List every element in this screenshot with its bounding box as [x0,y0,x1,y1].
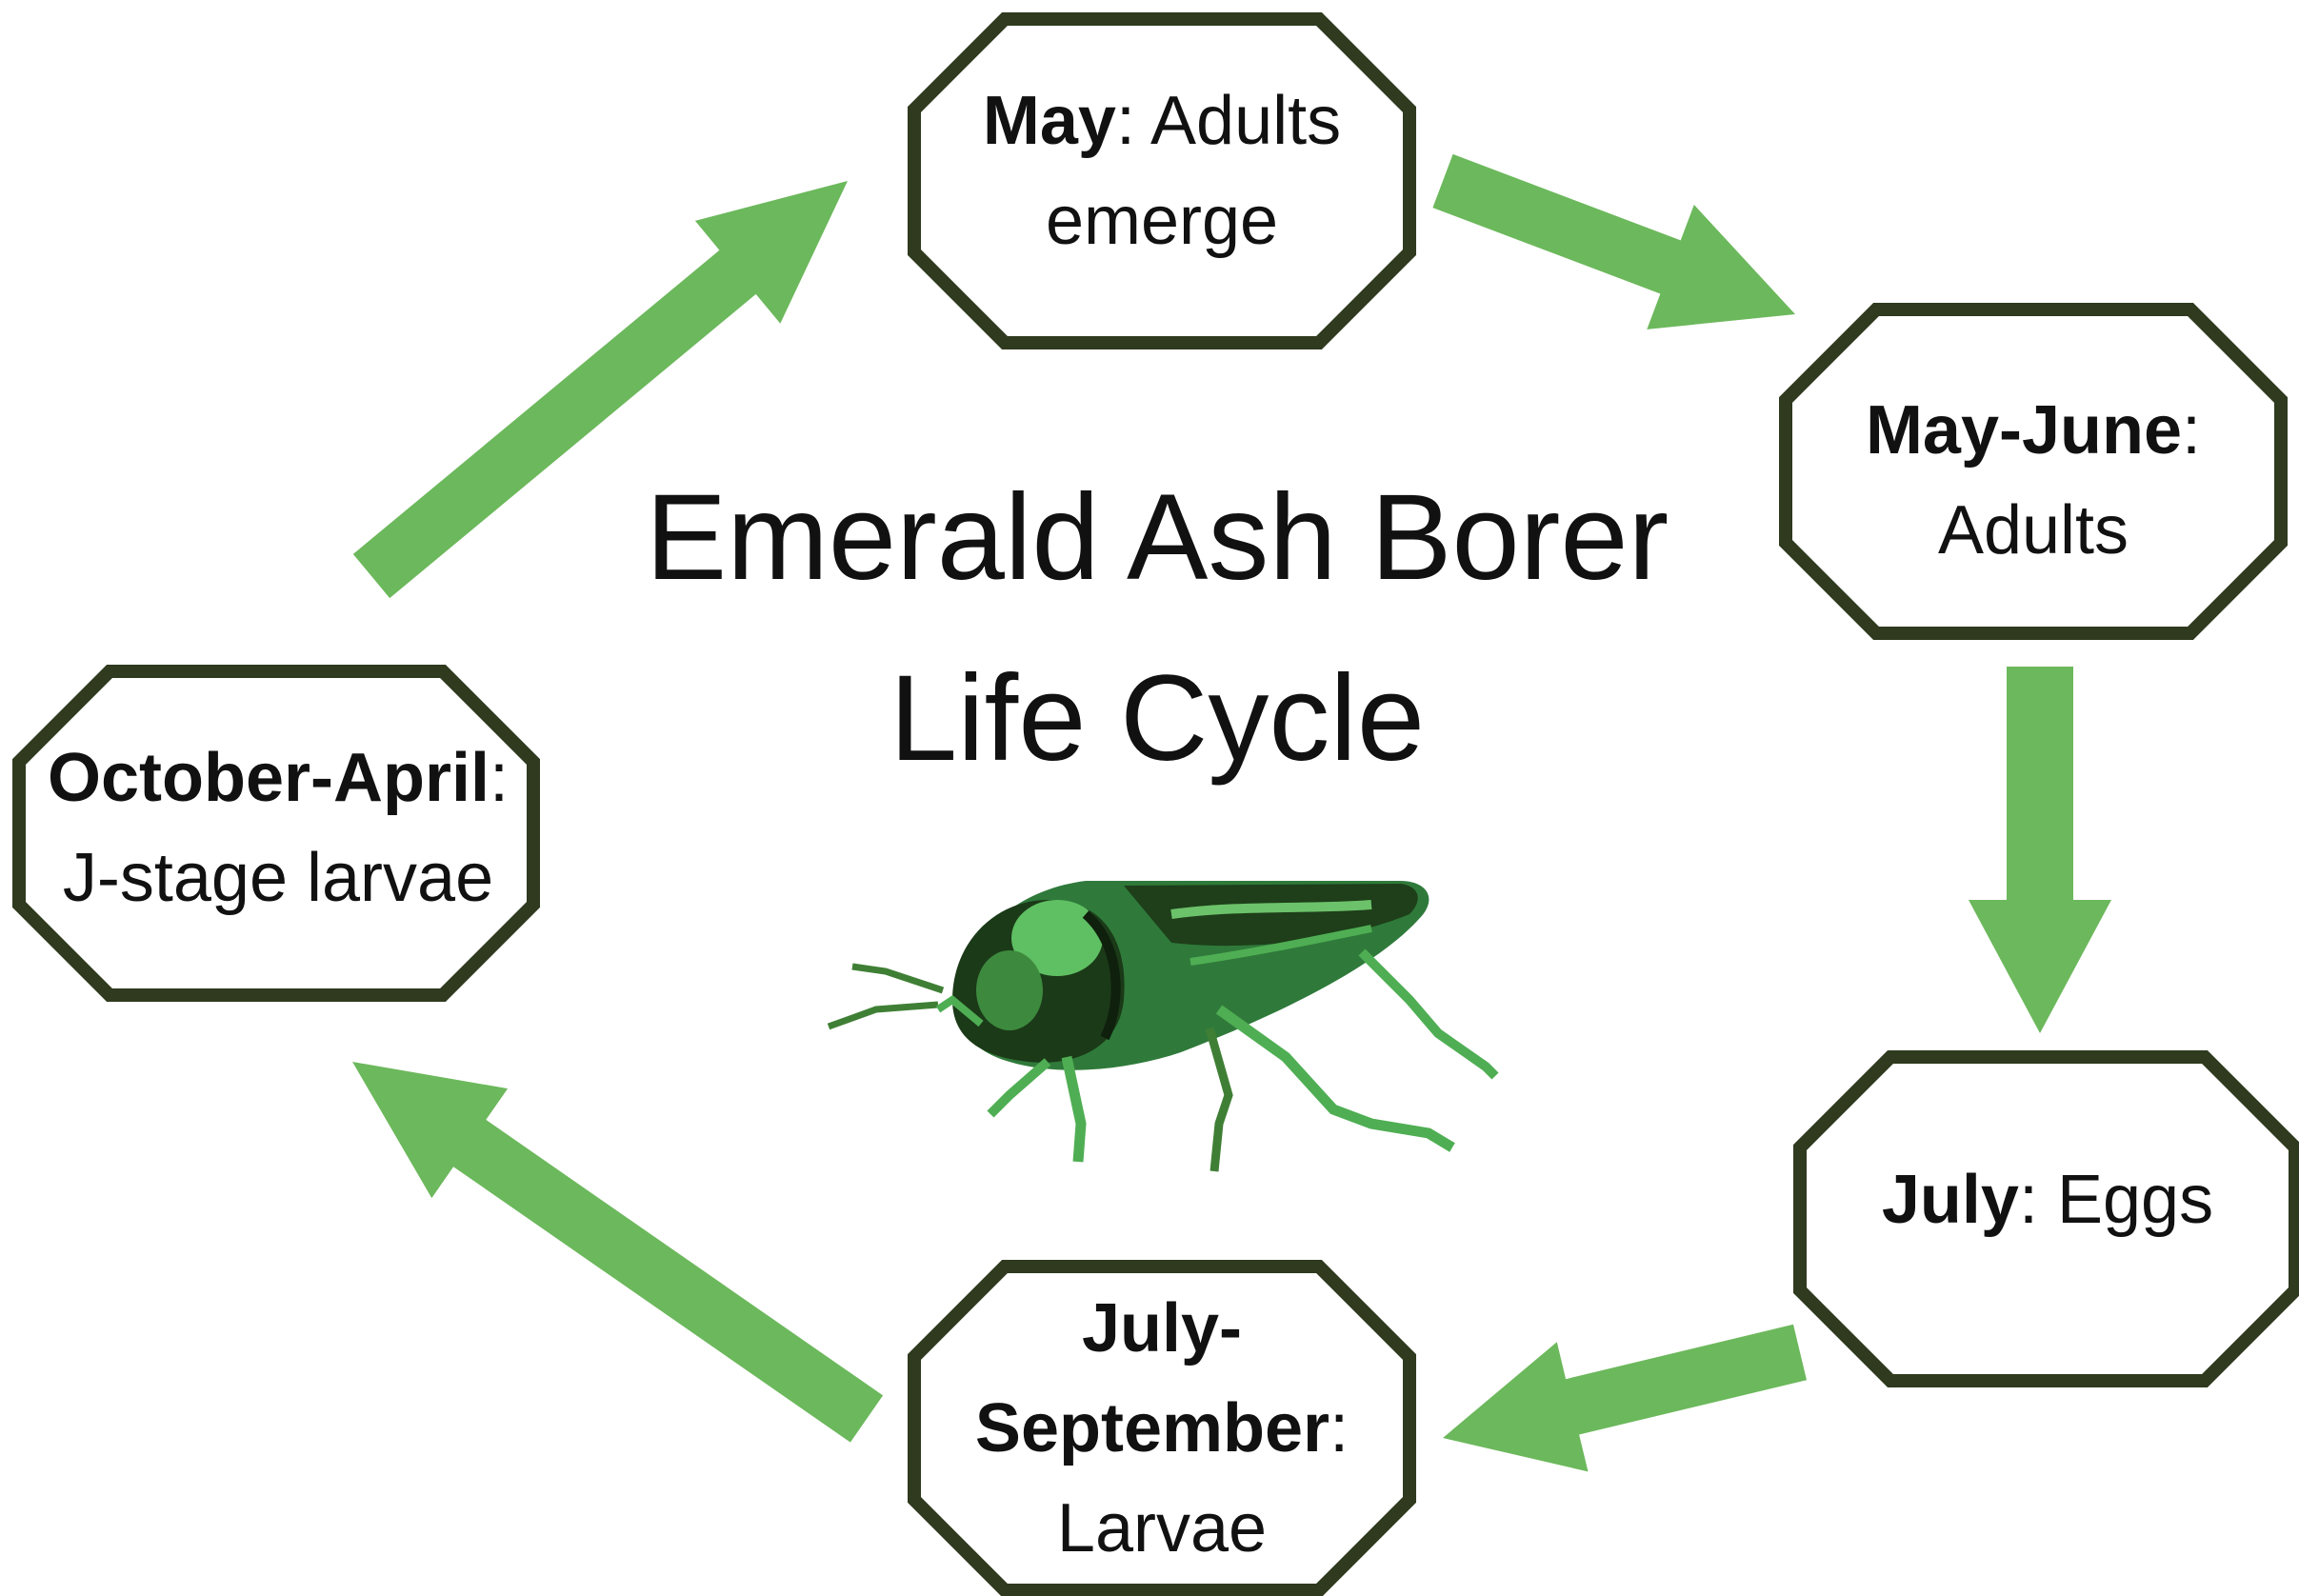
arrow-july-to-july-september [1443,1325,1807,1472]
arrow-may-to-may-june [1432,154,1795,329]
arrow-may-june-to-july [1969,667,2111,1033]
stage-label-july-september: July- September: Larvae [914,1271,1409,1586]
stage-label-may-june: May-June: Adults [1786,338,2281,624]
title-line-1: Emerald Ash Borer [514,448,1800,628]
title-line-2: Life Cycle [514,628,1800,809]
stage-label-october-april: October-April: J-stage larvae [21,686,535,971]
arrow-july-september-to-october-april [352,1062,883,1443]
diagram-title: Emerald Ash Borer Life Cycle [514,448,1800,809]
stage-label-july: July: Eggs [1800,1086,2295,1314]
stage-label-may: May: Adults emerge [914,29,1409,314]
emerald-ash-borer-beetle-icon [829,881,1495,1171]
